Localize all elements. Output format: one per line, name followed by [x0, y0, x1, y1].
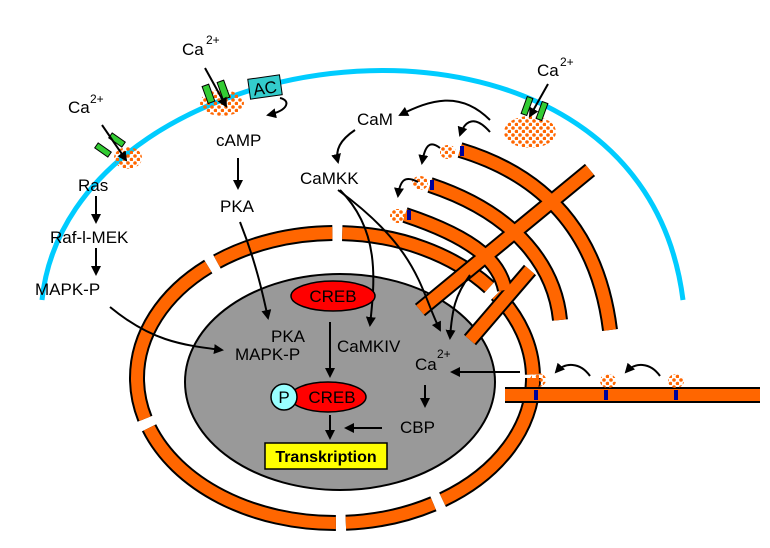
channel-icon	[535, 100, 549, 122]
mapk-p-label: MAPK-P	[35, 280, 100, 299]
ca-right-charge: 2+	[560, 55, 574, 69]
nucleus-pka-label: PKA	[271, 327, 306, 346]
pcreb-label: CREB	[308, 388, 355, 407]
adenylyl-cyclase	[247, 74, 283, 100]
transcription-label: Transkription	[275, 449, 376, 466]
cam-label: CaM	[357, 110, 393, 129]
ca-right-label: Ca	[537, 61, 559, 80]
camkk-label: CaMKK	[300, 169, 359, 188]
raf-mek-label: Raf-l-MEK	[50, 228, 129, 247]
calcium-channels	[94, 79, 549, 158]
camp-label: cAMP	[216, 131, 261, 150]
channel-icon	[94, 142, 112, 158]
ca-mid-label: Ca	[182, 40, 204, 59]
creb-label: CREB	[309, 287, 356, 306]
nucleus-ca-label: Ca	[415, 355, 437, 374]
nucleus-mapk-p-label: MAPK-P	[235, 345, 300, 364]
cbp-label: CBP	[400, 418, 435, 437]
transcription-box	[264, 442, 388, 470]
ras-label: Ras	[78, 176, 108, 195]
cell-membrane	[39, 68, 686, 301]
ca-left-label: Ca	[68, 98, 90, 117]
camkiv-label: CaMKIV	[337, 337, 401, 356]
phosphate-icon	[270, 383, 298, 411]
creb-protein	[290, 280, 376, 312]
ac-label: AC	[252, 77, 278, 99]
ca-mid-charge: 2+	[206, 33, 220, 47]
channel-icon	[201, 83, 216, 105]
ca-left-charge: 2+	[90, 92, 104, 106]
phosphate-label: P	[278, 388, 289, 407]
arrows	[91, 67, 661, 440]
channel-icon	[108, 132, 126, 148]
pka-label: PKA	[220, 197, 255, 216]
nucleus-ca-charge: 2+	[437, 347, 451, 361]
endoplasmic-reticulum	[402, 142, 760, 403]
